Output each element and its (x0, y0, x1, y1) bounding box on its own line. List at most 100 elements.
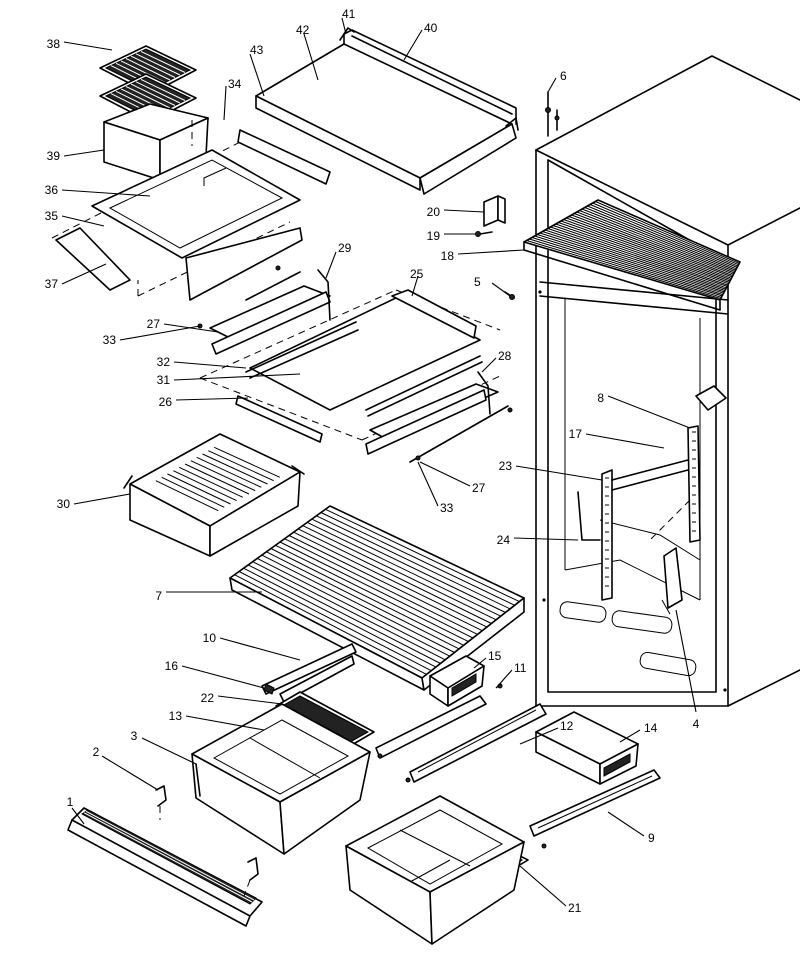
part-label-3: 3 (131, 729, 138, 743)
drawer-3 (191, 691, 375, 855)
part-label-17: 17 (569, 427, 583, 441)
part-label-24: 24 (497, 533, 511, 547)
leader-line (173, 361, 247, 369)
part-label-35: 35 (45, 209, 59, 223)
leader-line (419, 461, 471, 487)
drawer-21 (345, 795, 529, 945)
leader-line (473, 657, 487, 669)
part-label-6: 6 (560, 69, 567, 83)
leader-line (249, 53, 265, 97)
leader-line (73, 493, 131, 505)
part-label-42: 42 (296, 23, 310, 37)
screw-19 (475, 231, 493, 237)
shelf-bracket-17 (611, 459, 691, 541)
part-label-9: 9 (648, 831, 655, 845)
toe-grille-1 (67, 807, 263, 927)
grille-clip-2 (155, 785, 259, 897)
leader-line (585, 433, 665, 449)
leader-line (519, 865, 567, 907)
leader-line (403, 29, 423, 61)
part-label-27: 27 (147, 317, 161, 331)
leader-line (71, 807, 85, 825)
drawer-end-15 (429, 655, 485, 707)
drawer-end-14 (535, 711, 639, 785)
leader-line (181, 665, 265, 689)
part-label-8: 8 (597, 391, 604, 405)
leader-line (175, 397, 249, 401)
part-label-21: 21 (568, 901, 582, 915)
glass-shelf-40-43 (255, 27, 519, 195)
part-label-11: 11 (514, 661, 527, 675)
leader-line (101, 755, 159, 791)
part-label-13: 13 (169, 709, 183, 723)
part-label-4: 4 (693, 717, 700, 731)
part-label-38: 38 (47, 37, 61, 51)
leader-line (61, 215, 105, 227)
leader-line (63, 41, 113, 51)
leader-line (219, 637, 301, 661)
shelf-support-23 (601, 469, 613, 601)
leader-line (141, 737, 197, 765)
freezer-wire-shelf (523, 199, 741, 311)
leader-line (63, 149, 105, 157)
part-label-16: 16 (165, 659, 179, 673)
part-label-36: 36 (45, 183, 59, 197)
leader-line (119, 325, 201, 341)
screws-6 (545, 91, 560, 137)
leader-line (491, 282, 511, 297)
leader-line (185, 715, 265, 731)
leader-line (223, 85, 227, 121)
leader-line (303, 33, 319, 81)
part-label-7: 7 (155, 589, 162, 603)
leader-lines (61, 17, 697, 907)
crisper-drawer-30 (123, 433, 305, 557)
part-label-28: 28 (498, 349, 512, 363)
part-label-43: 43 (250, 43, 264, 57)
leader-line (675, 609, 697, 713)
leader-line (411, 275, 419, 297)
part-label-39: 39 (47, 149, 61, 163)
drawer-rails-10-16 (261, 643, 357, 703)
part-label-15: 15 (488, 649, 502, 663)
part-labels: 1234567891011121314151617181920212223242… (45, 7, 700, 915)
freezer-shelf-assembly (51, 120, 331, 301)
part-label-41: 41 (342, 7, 356, 21)
bracket-4 (661, 547, 683, 615)
part-label-33: 33 (440, 501, 454, 515)
part-label-2: 2 (93, 745, 100, 759)
part-label-32: 32 (157, 355, 171, 369)
part-label-22: 22 (201, 691, 215, 705)
part-label-12: 12 (560, 719, 574, 733)
rail-9 (529, 769, 661, 849)
part-label-19: 19 (427, 229, 441, 243)
small-bracket-20 (483, 195, 506, 227)
part-label-27: 27 (472, 481, 486, 495)
leader-line (495, 669, 513, 689)
leader-line (443, 209, 485, 213)
leader-line (481, 357, 497, 373)
shelf-support-8 (687, 425, 701, 543)
leader-line (519, 727, 559, 745)
shelf-bracket-24 (577, 491, 601, 541)
leader-line (417, 461, 439, 507)
leader-line (619, 729, 641, 743)
rail-12 (375, 695, 547, 783)
leader-line (607, 395, 691, 429)
leader-line (325, 251, 337, 279)
leader-line (61, 189, 151, 197)
leader-line (341, 17, 347, 35)
part-label-18: 18 (441, 249, 455, 263)
part-label-31: 31 (157, 373, 171, 387)
leader-line (173, 373, 301, 381)
leader-line (547, 77, 557, 93)
leader-line (61, 263, 107, 285)
leader-line (513, 537, 579, 541)
part-label-10: 10 (203, 631, 217, 645)
part-label-1: 1 (67, 795, 74, 809)
leader-line (515, 465, 603, 481)
part-label-40: 40 (424, 21, 438, 35)
part-label-5: 5 (474, 275, 481, 289)
part-label-37: 37 (45, 277, 59, 291)
